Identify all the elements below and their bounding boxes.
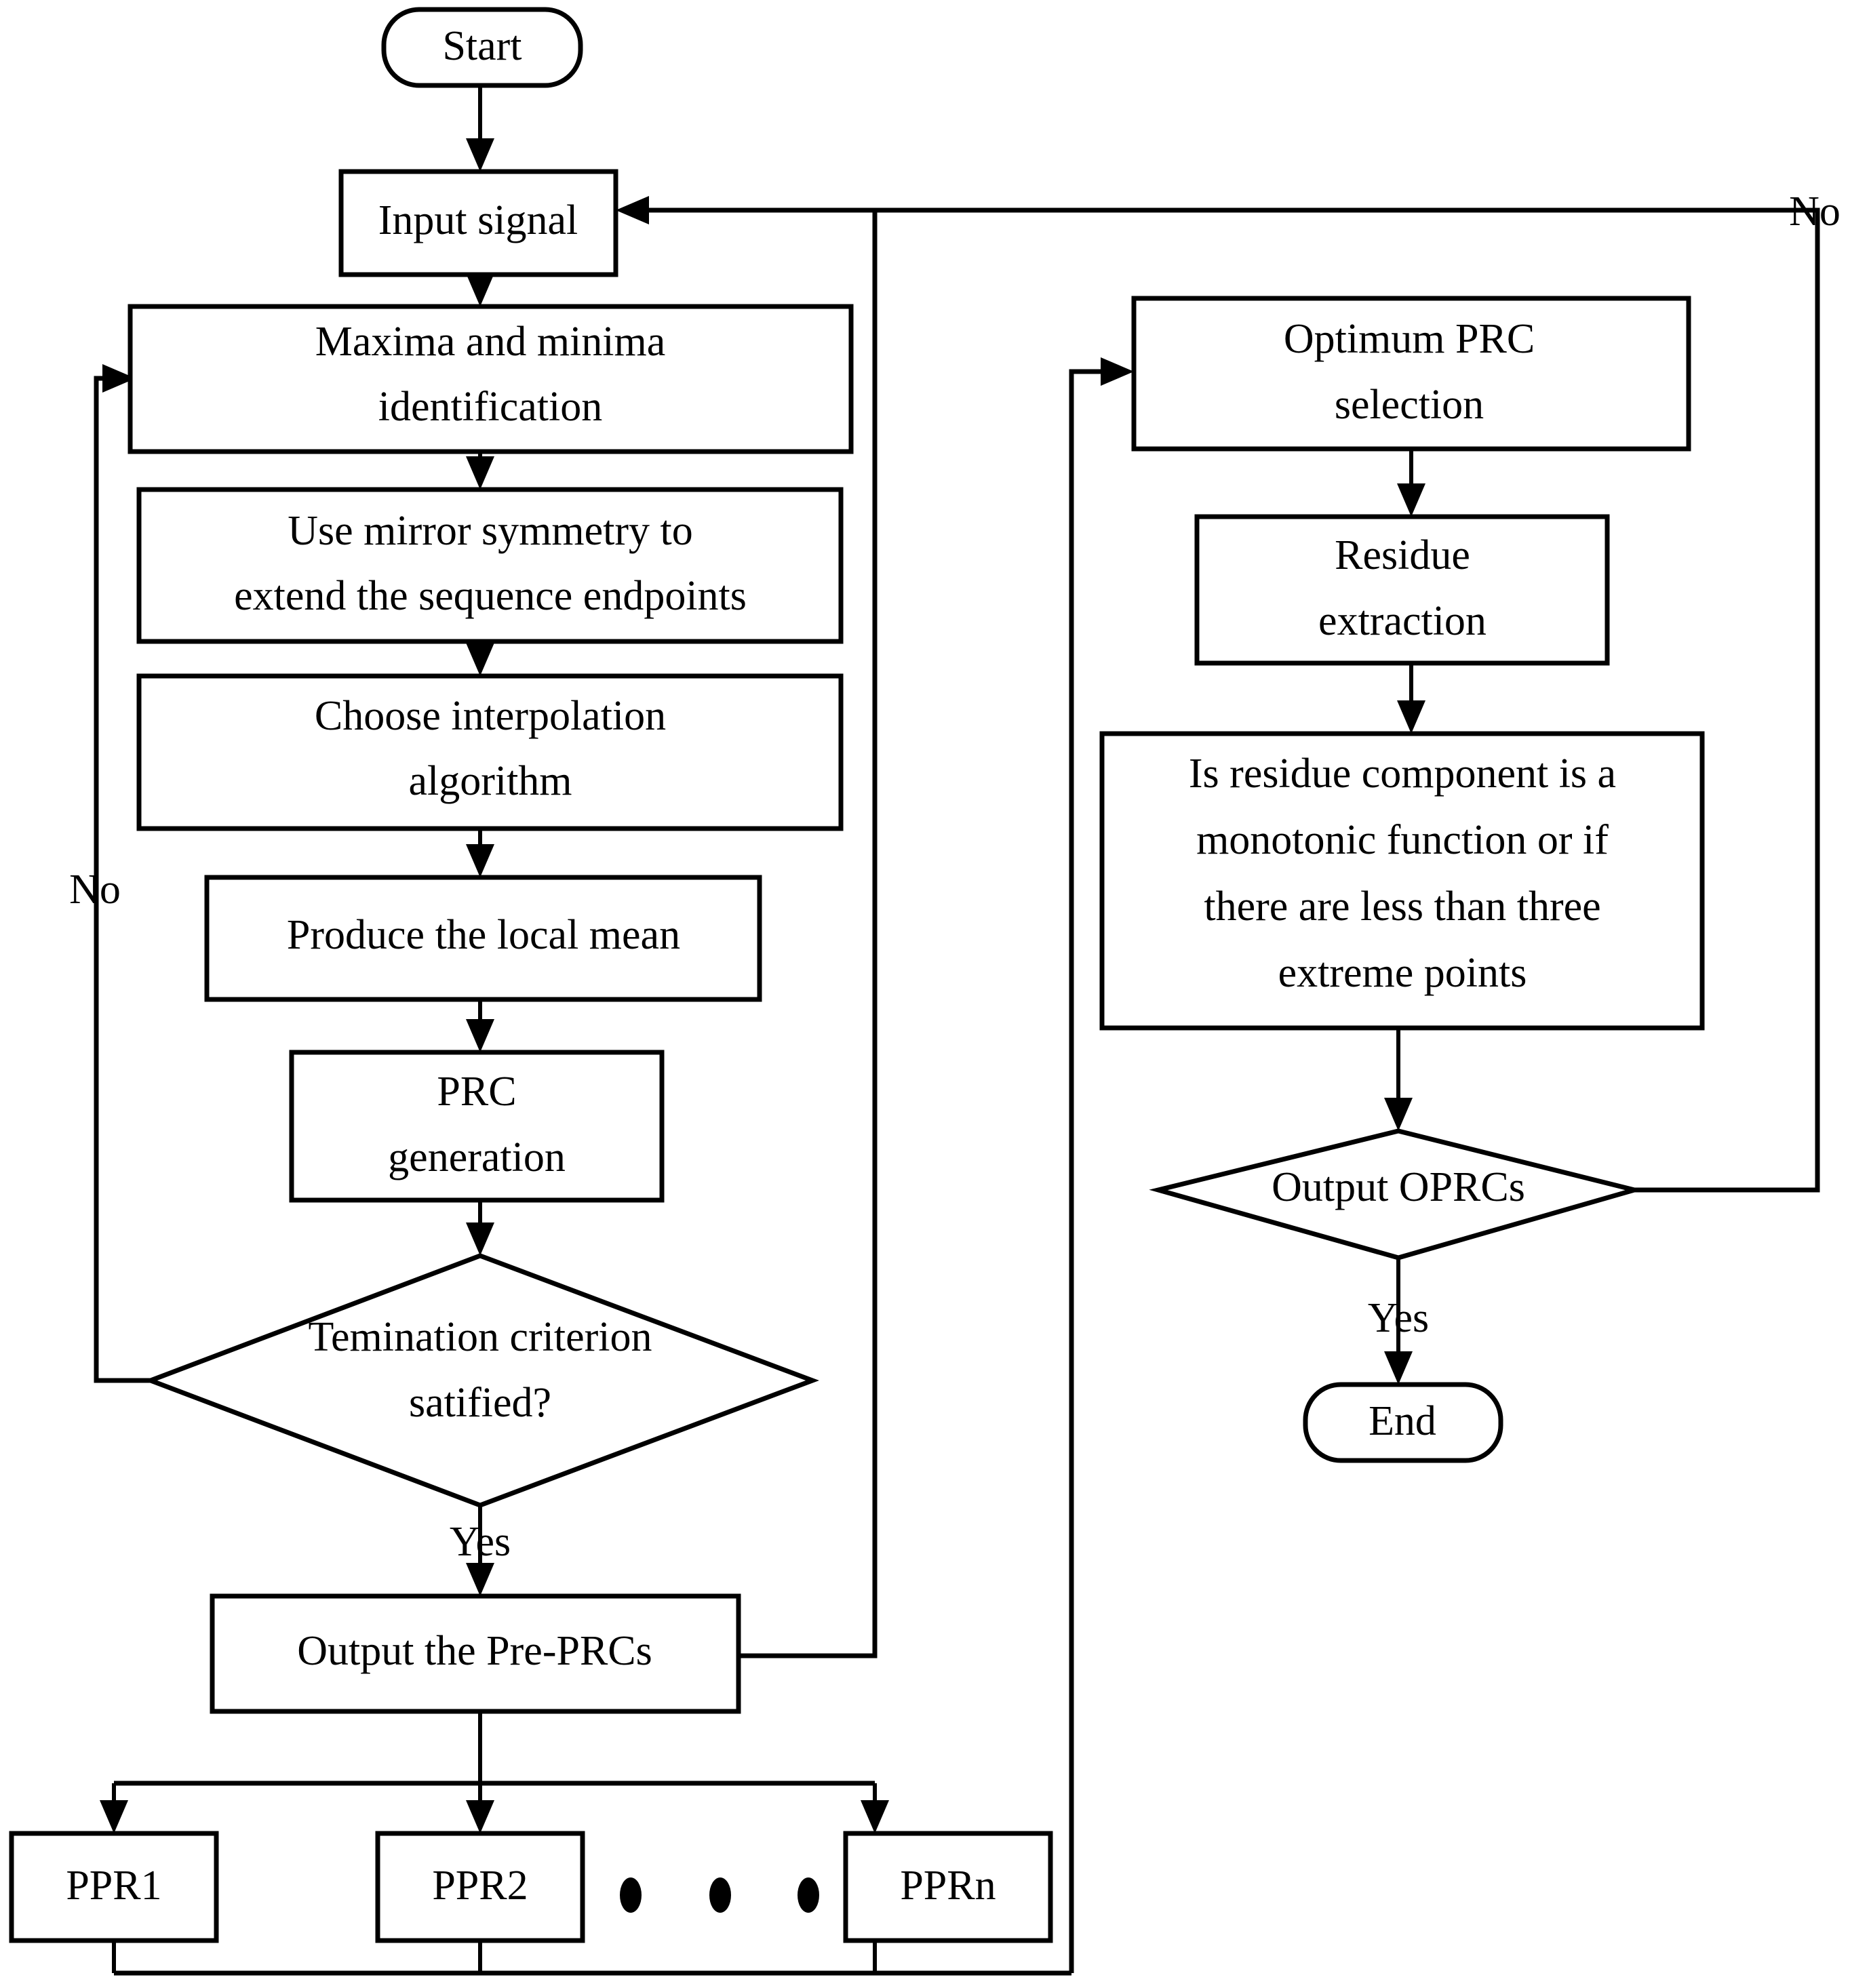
node-interpolation-line1: Choose interpolation (315, 693, 666, 739)
node-input-signal[interactable]: Input signal (338, 169, 618, 277)
node-local-mean[interactable]: Produce the local mean (204, 875, 762, 1002)
edge-optimum-to-residue (1397, 449, 1425, 517)
node-ppr2[interactable]: PPR2 (375, 1831, 585, 1943)
edge-input-to-maxima (466, 273, 494, 306)
edge-maxima-to-mirror (466, 452, 494, 490)
node-pprn-label: PPRn (900, 1863, 996, 1909)
node-termination-line2: satified? (409, 1380, 551, 1426)
edge-preprcs-fanout (100, 1710, 889, 1833)
node-prc-generation-line2: generation (388, 1134, 566, 1180)
node-prc-generation[interactable]: PRC generation (289, 1050, 665, 1203)
edge-pprs-to-optimum (112, 357, 1134, 1976)
node-mirror-symmetry-line1: Use mirror symmetry to (288, 508, 693, 554)
edge-label-termination-no: No (69, 867, 121, 913)
edge-label-termination-yes: Yes (450, 1519, 511, 1565)
node-residue-check-line1: Is residue component is a (1189, 751, 1616, 797)
node-end[interactable]: End (1303, 1382, 1503, 1463)
node-termination-line1: Temination criterion (309, 1314, 652, 1360)
node-maxima-minima-line1: Maxima and minima (315, 319, 666, 365)
node-termination-decision[interactable]: Temination criterion satified? (144, 1253, 819, 1508)
node-maxima-minima[interactable]: Maxima and minima identification (127, 304, 854, 454)
edge-start-to-input (466, 85, 494, 172)
edge-interpolation-to-localmean (466, 829, 494, 877)
edge-termination-yes (466, 1505, 494, 1596)
node-residue-extraction-line2: extraction (1318, 598, 1487, 644)
node-maxima-minima-line2: identification (378, 384, 603, 430)
node-optimum-prc[interactable]: Optimum PRC selection (1131, 296, 1691, 452)
node-residue-check-line4: extreme points (1278, 950, 1527, 996)
node-input-signal-label: Input signal (378, 197, 578, 243)
node-prc-generation-line1: PRC (437, 1069, 516, 1115)
edge-residue-to-check (1397, 663, 1425, 734)
edge-oprcs-yes-to-end (1384, 1258, 1413, 1385)
node-output-pre-prcs[interactable]: Output the Pre-PRCs (210, 1593, 741, 1714)
node-start-label: Start (442, 23, 521, 69)
node-optimum-prc-line2: selection (1335, 382, 1484, 428)
ellipsis-dots (620, 1877, 819, 1913)
edge-localmean-to-prc (466, 999, 494, 1052)
node-end-label: End (1369, 1398, 1436, 1444)
node-optimum-prc-line1: Optimum PRC (1284, 316, 1535, 362)
edge-check-to-oprcs (1384, 1028, 1413, 1131)
node-ppr2-label: PPR2 (432, 1863, 528, 1909)
node-output-oprcs-decision[interactable]: Output OPRCs (1149, 1128, 1644, 1260)
node-residue-extraction[interactable]: Residue extraction (1194, 514, 1610, 666)
edge-termination-no-loop (94, 364, 151, 1383)
node-residue-check-line2: monotonic function or if (1196, 817, 1609, 863)
node-residue-extraction-line1: Residue (1335, 532, 1470, 578)
node-interpolation[interactable]: Choose interpolation algorithm (136, 673, 844, 831)
node-ppr1-label: PPR1 (66, 1863, 161, 1909)
node-output-pre-prcs-label: Output the Pre-PRCs (297, 1628, 652, 1674)
edge-label-oprcs-yes: Yes (1368, 1295, 1429, 1341)
edge-prc-to-termination (466, 1199, 494, 1256)
node-pprn[interactable]: PPRn (843, 1831, 1053, 1943)
node-residue-check[interactable]: Is residue component is a monotonic func… (1099, 731, 1705, 1031)
node-interpolation-line2: algorithm (408, 758, 572, 804)
node-start[interactable]: Start (381, 7, 583, 88)
node-mirror-symmetry[interactable]: Use mirror symmetry to extend the sequen… (136, 487, 844, 644)
node-residue-check-line3: there are less than three (1204, 883, 1600, 930)
edge-oprcs-no-loop (875, 207, 1820, 1193)
edge-label-oprcs-no: No (1789, 188, 1841, 235)
node-mirror-symmetry-line2: extend the sequence endpoints (234, 573, 747, 619)
node-output-oprcs-label: Output OPRCs (1272, 1164, 1525, 1210)
node-local-mean-label: Produce the local mean (287, 912, 680, 958)
edge-mirror-to-interpolation (466, 641, 494, 676)
edge-preprcs-to-input (616, 196, 878, 1658)
node-ppr1[interactable]: PPR1 (9, 1831, 219, 1943)
